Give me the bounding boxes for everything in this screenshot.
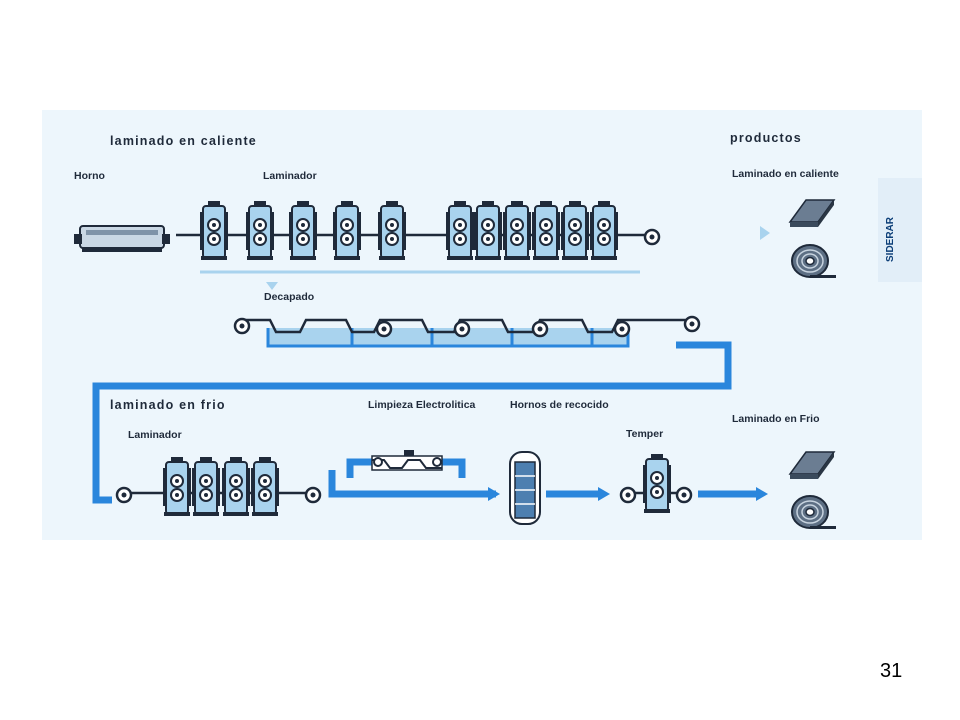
label-furnace: Horno (74, 170, 105, 182)
siderar-logo: SIDERAR (885, 216, 896, 262)
pickling-roll-icon (453, 320, 471, 338)
electrolytic-flow (328, 470, 496, 498)
electrolytic-arrow (488, 487, 500, 501)
section-title-products: productos (730, 131, 802, 145)
temper-recoiler-icon (675, 486, 693, 504)
hot-coiler-icon (643, 228, 661, 246)
section-title-cold-rolling: laminado en frio (110, 398, 226, 412)
brand-strip (878, 178, 922, 282)
svg-text:SIDERAR: SIDERAR (885, 216, 896, 262)
pickling-roll-icon (613, 320, 631, 338)
finishing-stand (473, 200, 503, 261)
roughing-stand (245, 200, 275, 261)
pickling-roll-icon (375, 320, 393, 338)
section-title-hot-rolling: laminado en caliente (110, 134, 257, 148)
cold-mill-stand (191, 456, 221, 517)
furnace-icon (74, 225, 170, 252)
finishing-stand (560, 200, 590, 261)
pickling-tanks (266, 328, 630, 348)
finishing-stand (445, 200, 475, 261)
label-electrolytic-cleaning: Limpieza Electrolitica (368, 399, 476, 411)
roughing-stand (199, 200, 229, 261)
annealing-arrow (598, 487, 610, 501)
finishing-stand (502, 200, 532, 261)
roughing-stand (332, 200, 362, 261)
pickling-roll-icon (531, 320, 549, 338)
cold-uncoiler-icon (115, 486, 133, 504)
roughing-stand (377, 200, 407, 261)
label-hot-product: Laminado en caliente (732, 168, 839, 180)
pickling-strip (244, 318, 690, 334)
label-annealing-furnaces: Hornos de recocido (510, 399, 609, 411)
pickling-down-arrow (266, 282, 278, 290)
finishing-stand (531, 200, 561, 261)
finishing-stand (589, 200, 619, 261)
annealing-furnace-icon (509, 451, 541, 525)
label-cold-product: Laminado en Frio (732, 413, 820, 425)
roughing-stand (288, 200, 318, 261)
hot-product-arrow (760, 226, 770, 240)
pickling-uncoiler-icon (233, 317, 251, 335)
label-cold-mill: Laminador (128, 429, 182, 441)
electrolytic-cleaning-icon (371, 450, 443, 471)
label-temper: Temper (626, 428, 663, 440)
temper-uncoiler-icon (619, 486, 637, 504)
section-title-pickling: Decapado (264, 291, 314, 303)
pickling-recoiler-icon (683, 315, 701, 333)
cold-product-arrow (756, 487, 768, 501)
temper-mill-stand (642, 453, 672, 514)
label-hot-mill: Laminador (263, 170, 317, 182)
page-number: 31 (880, 660, 903, 682)
cold-mill-stand (221, 456, 251, 517)
cold-mill-stand (162, 456, 192, 517)
cold-mill-stand (250, 456, 280, 517)
cold-recoiler-icon (304, 486, 322, 504)
process-flow-connector (92, 341, 732, 504)
